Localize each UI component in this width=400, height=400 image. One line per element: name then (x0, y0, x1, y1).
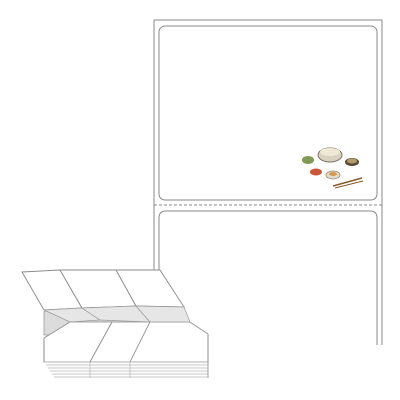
liner-sheet (153, 19, 383, 345)
top-label (158, 25, 378, 201)
fanfold-top-sheet (21, 269, 191, 323)
bottom-label (158, 210, 378, 345)
food-photo-icon (302, 147, 364, 189)
